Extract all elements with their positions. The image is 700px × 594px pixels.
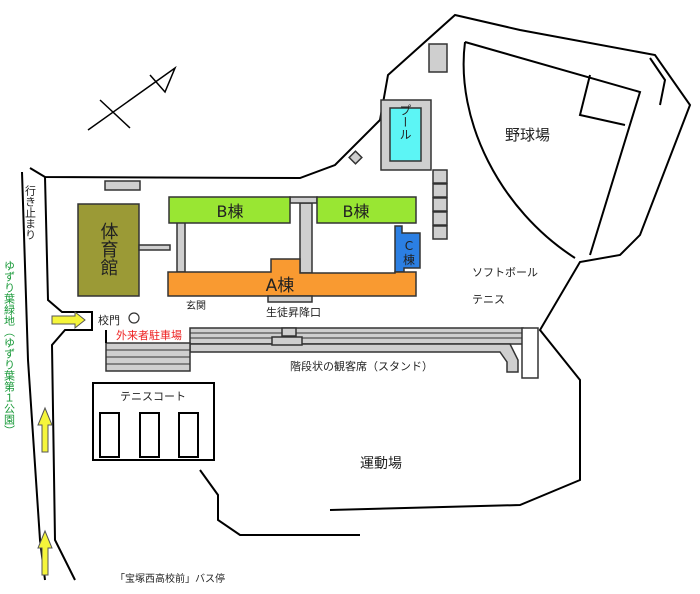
building-b-east-label: B棟 bbox=[343, 202, 370, 221]
building-b-east: B棟 bbox=[316, 196, 417, 224]
building-a-label: A棟 bbox=[266, 276, 295, 296]
corridor-left bbox=[176, 221, 186, 273]
tennis-label: テニス bbox=[472, 293, 505, 306]
arrow-up-icon bbox=[37, 406, 53, 453]
bus-stop-label: 「宝塚西高校前」バス停 bbox=[115, 572, 225, 585]
tennis-court-label: テニスコート bbox=[120, 390, 186, 403]
visitor-parking-label: 外来者駐車場 bbox=[116, 328, 182, 342]
building-c: C 棟 bbox=[394, 225, 421, 273]
arrow-up-icon bbox=[37, 529, 53, 576]
student-entrance-step bbox=[267, 295, 313, 303]
school-gate-label: 校門 bbox=[98, 313, 120, 327]
shed bbox=[104, 180, 141, 191]
entrance-label: 玄関 bbox=[186, 299, 206, 312]
tennis-court: テニスコート bbox=[92, 382, 215, 461]
building-b-west: B棟 bbox=[168, 196, 291, 224]
storage-building bbox=[428, 43, 448, 73]
pool-label: プール bbox=[398, 104, 412, 140]
softball-label: ソフトボール bbox=[472, 266, 538, 279]
gymnasium: 体育館 bbox=[77, 203, 140, 297]
corridor-bridge bbox=[289, 196, 318, 204]
arrow-right-icon bbox=[51, 310, 86, 330]
building-b-west-label: B棟 bbox=[217, 202, 244, 221]
pool: プール bbox=[380, 99, 432, 171]
building-c-label-letter: C bbox=[405, 239, 413, 253]
spectator-stands bbox=[105, 327, 539, 379]
boundary-lines bbox=[21, 13, 692, 581]
building-c-label-kanji: 棟 bbox=[403, 252, 415, 267]
corridor-center bbox=[299, 202, 313, 274]
north-arrow-icon bbox=[87, 65, 177, 131]
dead-end-label: 行き止まり bbox=[24, 185, 37, 240]
baseball-field-label: 野球場 bbox=[505, 126, 550, 144]
student-entrance-label: 生徒昇降口 bbox=[266, 305, 321, 319]
athletic-field-label: 運動場 bbox=[360, 456, 402, 472]
gym-corridor bbox=[138, 244, 171, 251]
building-a: A棟 bbox=[167, 258, 417, 297]
gate-marker-circle bbox=[128, 312, 140, 324]
stands-label: 階段状の観客席（スタンド） bbox=[290, 359, 433, 373]
green-area-label: ゆずり葉緑地（ゆずり葉第１公園） bbox=[3, 260, 16, 436]
clubroom-blocks bbox=[432, 169, 448, 240]
gym-label: 体育館 bbox=[98, 222, 119, 276]
diamond-marker bbox=[348, 150, 363, 165]
baseball-field: 野球場 bbox=[462, 41, 642, 259]
